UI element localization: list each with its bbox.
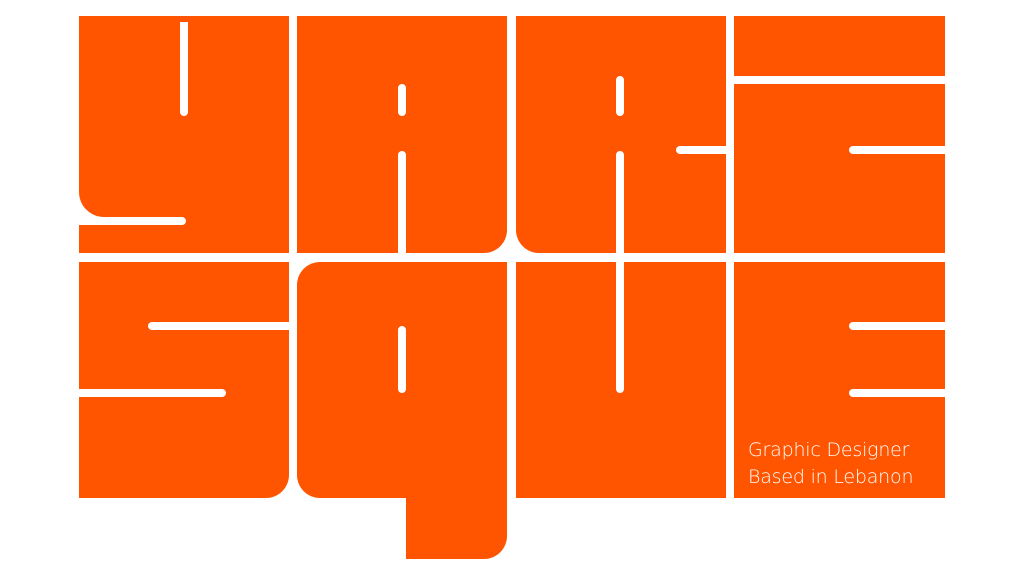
wordmark-top-row [79, 16, 945, 253]
letter-a [297, 16, 507, 253]
tagline-line-1: Graphic Designer [748, 439, 910, 461]
letter-y [79, 16, 289, 253]
letter-r [516, 16, 726, 253]
letter-e-bottom [734, 262, 945, 498]
letter-u [516, 262, 726, 498]
wordmark-bottom-row [79, 262, 945, 559]
letter-e [734, 16, 945, 253]
tagline-line-2: Based in Lebanon [748, 466, 914, 488]
letter-s [79, 262, 289, 498]
tagline: Graphic Designer Based in Lebanon [748, 437, 913, 491]
letter-q [297, 262, 507, 559]
